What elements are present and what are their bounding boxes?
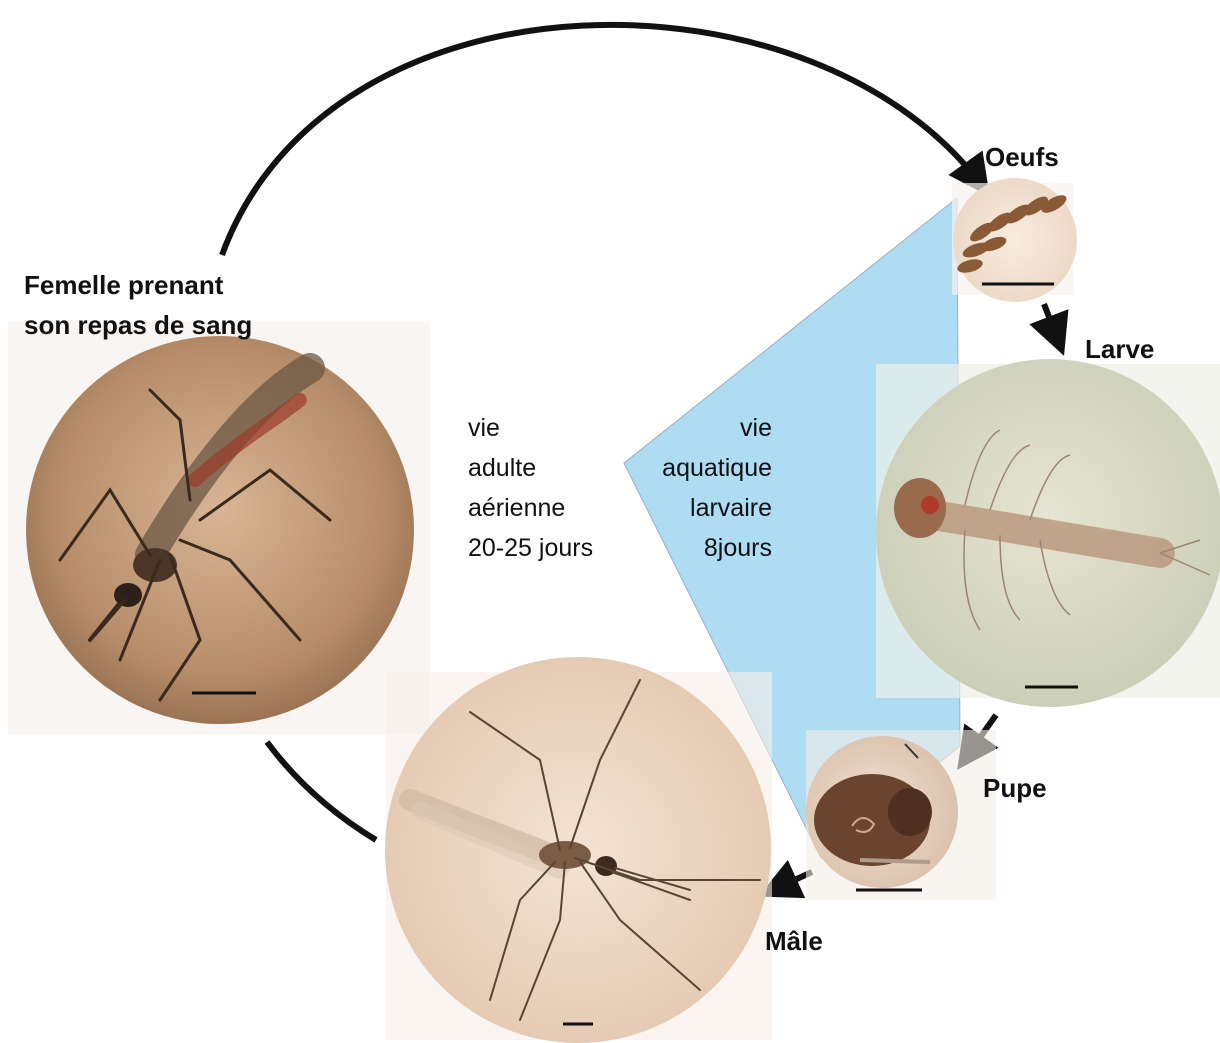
- pupa-label: Pupe: [983, 773, 1047, 803]
- adult-life-text: vie adulte aérienne 20-25 jours: [468, 408, 593, 568]
- pupa-photo: [806, 730, 996, 900]
- larva-photo: [876, 359, 1220, 707]
- larva-label: Larve: [1085, 334, 1154, 364]
- male-label: Mâle: [765, 926, 823, 956]
- cycle-arrow-eggs-larva: [1044, 304, 1061, 348]
- male-photo: [385, 657, 772, 1043]
- cycle-arc-bottom-left: [267, 742, 376, 840]
- female-label-line1: Femelle prenant: [24, 270, 224, 300]
- cycle-arrow-top: [222, 25, 985, 255]
- female-label-line2: son repas de sang: [24, 310, 252, 340]
- eggs-photo: [952, 178, 1077, 302]
- female-photo: [8, 322, 430, 734]
- aquatic-life-text: vie aquatique larvaire 8jours: [610, 408, 772, 568]
- eggs-label: Oeufs: [985, 142, 1059, 172]
- cycle-arrow-pupa-male: [766, 872, 812, 893]
